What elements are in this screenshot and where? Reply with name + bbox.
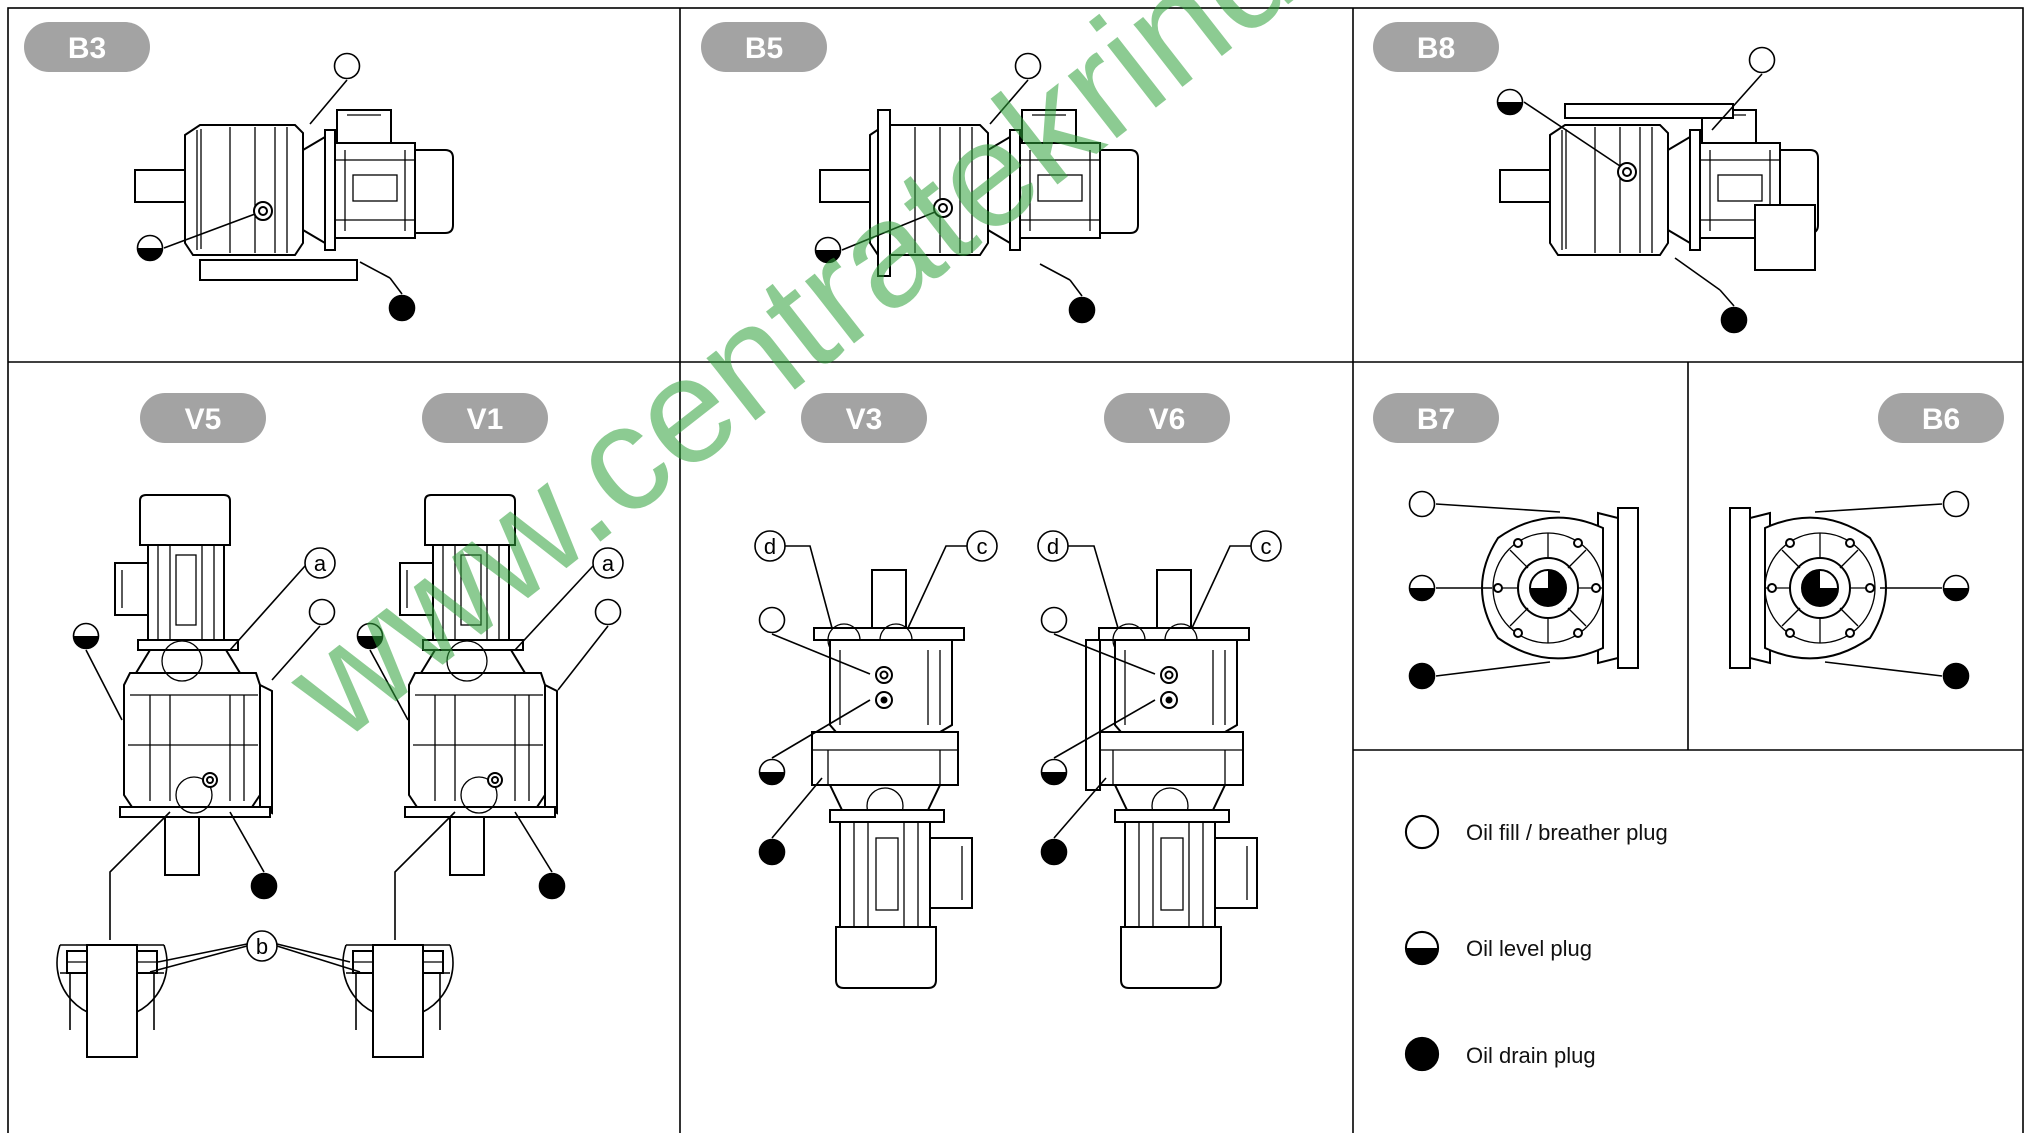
label-v3-text: V3 [846, 403, 883, 436]
label-v6-text: V6 [1149, 403, 1186, 436]
callout-b: b [149, 930, 361, 973]
level-plug-icon [72, 622, 100, 650]
level-plug-icon [136, 234, 164, 262]
level-plug-icon [758, 758, 786, 786]
drain-plug-icon [1408, 662, 1436, 690]
motor-v3: d c [754, 530, 998, 989]
label-v5-text: V5 [185, 403, 222, 436]
drain-plug-icon [538, 872, 566, 900]
legend-drain-text: Oil drain plug [1466, 1043, 1596, 1068]
fill-plug-icon [594, 598, 622, 626]
legend-drain: Oil drain plug [1404, 1036, 1596, 1072]
fill-plug-icon [1404, 814, 1440, 850]
level-plug-icon [1408, 574, 1436, 602]
label-v3: V3 [801, 393, 927, 443]
motor-b6 [1729, 490, 1970, 690]
motor-b7 [1408, 490, 1639, 690]
level-plug-icon [1942, 574, 1970, 602]
legend-level-text: Oil level plug [1466, 936, 1592, 961]
label-v1-text: V1 [467, 403, 504, 436]
legend: Oil fill / breather plug Oil level plug … [1404, 814, 1668, 1072]
label-b6-text: B6 [1922, 403, 1960, 436]
label-b6: B6 [1878, 393, 2004, 443]
drain-plug-icon [1068, 296, 1096, 324]
fill-plug-icon [1942, 490, 1970, 518]
callout-c-text: c [977, 534, 988, 559]
label-b7: B7 [1373, 393, 1499, 443]
label-b3: B3 [24, 22, 150, 72]
label-b3-text: B3 [68, 32, 106, 65]
motor-b5 [814, 52, 1139, 324]
callout-a-circle [592, 547, 624, 579]
label-v6: V6 [1104, 393, 1230, 443]
drain-plug-icon [388, 294, 416, 322]
label-b5: B5 [701, 22, 827, 72]
label-b5-text: B5 [745, 32, 783, 65]
level-plug-icon [1404, 930, 1440, 966]
callout-d-text: d [764, 534, 776, 559]
drain-plug-icon [1942, 662, 1970, 690]
callout-c-text: c [1261, 534, 1272, 559]
drain-plug-icon [250, 872, 278, 900]
label-v5: V5 [140, 393, 266, 443]
motor-b8 [1496, 46, 1819, 334]
fill-plug-icon [1748, 46, 1776, 74]
motor-v6: d c [1037, 530, 1282, 989]
level-plug-icon [1040, 758, 1068, 786]
drain-plug-icon [1404, 1036, 1440, 1072]
label-b8: B8 [1373, 22, 1499, 72]
fill-plug-icon [333, 52, 361, 80]
callout-a-circle [304, 547, 336, 579]
grid-frame [7, 7, 2024, 1133]
fill-plug-icon [1408, 490, 1436, 518]
motor-v1: a [342, 494, 624, 1058]
motor-b3 [134, 52, 454, 322]
callout-a-text: a [602, 551, 615, 576]
drain-plug-icon [758, 838, 786, 866]
fill-plug-icon [1040, 606, 1068, 634]
callout-d-text: d [1047, 534, 1059, 559]
legend-fill: Oil fill / breather plug [1404, 814, 1668, 850]
motor-v5: a [55, 494, 336, 1058]
label-b7-text: B7 [1417, 403, 1455, 436]
callout-b-text: b [256, 934, 268, 959]
fill-plug-icon [758, 606, 786, 634]
label-v1: V1 [422, 393, 548, 443]
drain-plug-icon [1720, 306, 1748, 334]
level-plug-icon [1496, 88, 1524, 116]
legend-fill-text: Oil fill / breather plug [1466, 820, 1668, 845]
label-b8-text: B8 [1417, 32, 1455, 65]
drain-plug-icon [1040, 838, 1068, 866]
callout-a-text: a [314, 551, 327, 576]
legend-level: Oil level plug [1404, 930, 1592, 966]
